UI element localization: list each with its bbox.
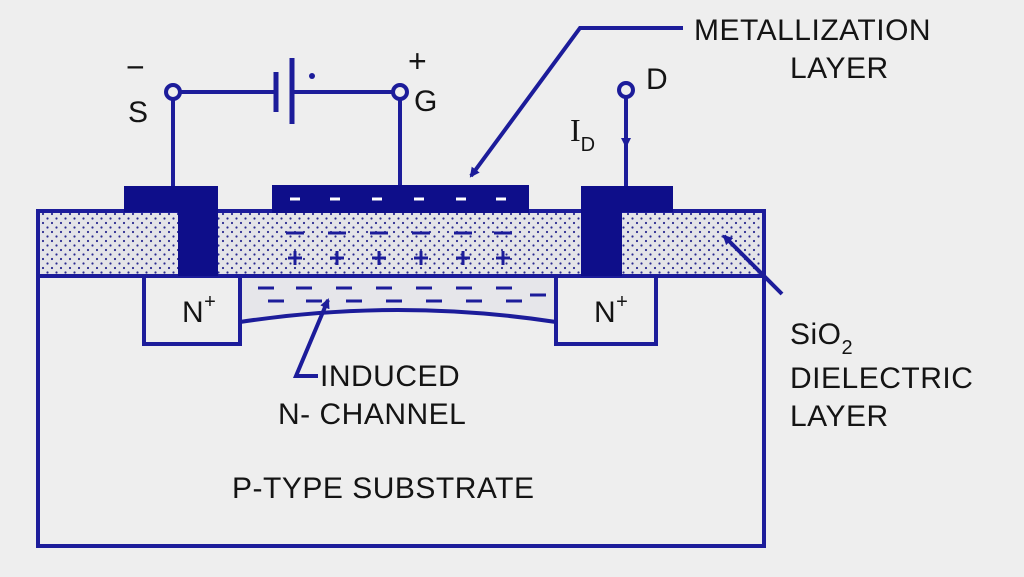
sio2-label-line2: DIELECTRIC <box>790 362 973 395</box>
induced-channel-label-line2: N- CHANNEL <box>278 398 466 431</box>
n-plus-source-region <box>142 274 242 346</box>
sio2-label-line3: LAYER <box>790 400 889 433</box>
source-polarity-label: − <box>126 49 145 85</box>
sio2-dielectric-layer <box>36 209 766 278</box>
battery-dot <box>309 73 315 79</box>
metallization-leader <box>469 26 683 178</box>
gate-label: G <box>414 85 438 118</box>
n-plus-drain-sup: + <box>616 291 628 313</box>
sio2-label-line1: SiO2 <box>790 318 853 359</box>
induced-n-channel-region <box>238 274 558 325</box>
gate-terminal <box>391 83 409 101</box>
metallization-label-line1: METALLIZATION <box>694 14 931 47</box>
metallization-label-line2: LAYER <box>790 52 889 85</box>
drain-current-label: ID <box>570 112 595 156</box>
drain-label: D <box>646 63 668 96</box>
channel-electrons <box>258 286 546 303</box>
gate-polarity-label: + <box>408 43 427 79</box>
oxide-positive-charges <box>288 251 510 265</box>
induced-channel-label-line1: INDUCED <box>320 360 460 393</box>
n-plus-drain-letter: N <box>594 296 616 329</box>
drain-terminal <box>617 81 635 99</box>
n-plus-source-letter: N <box>182 296 204 329</box>
drain-current-subscript: D <box>581 134 595 156</box>
sio2-subscript: 2 <box>842 337 854 359</box>
source-terminal <box>164 83 182 101</box>
sio2-base: SiO <box>790 318 842 351</box>
gate-metal-plate <box>272 185 529 213</box>
source-label: S <box>128 96 149 129</box>
substrate-label: P-TYPE SUBSTRATE <box>232 472 535 505</box>
drain-current-symbol: I <box>570 112 581 148</box>
drain-metal-plug <box>581 186 622 276</box>
n-plus-source-sup: + <box>204 291 216 313</box>
n-plus-drain-region <box>554 274 658 346</box>
induced-channel-leader <box>292 298 330 378</box>
n-plus-source-label: N+ <box>182 291 216 329</box>
n-plus-drain-label: N+ <box>594 291 628 329</box>
source-metal-plug <box>178 186 218 276</box>
sio2-leader <box>722 234 784 296</box>
